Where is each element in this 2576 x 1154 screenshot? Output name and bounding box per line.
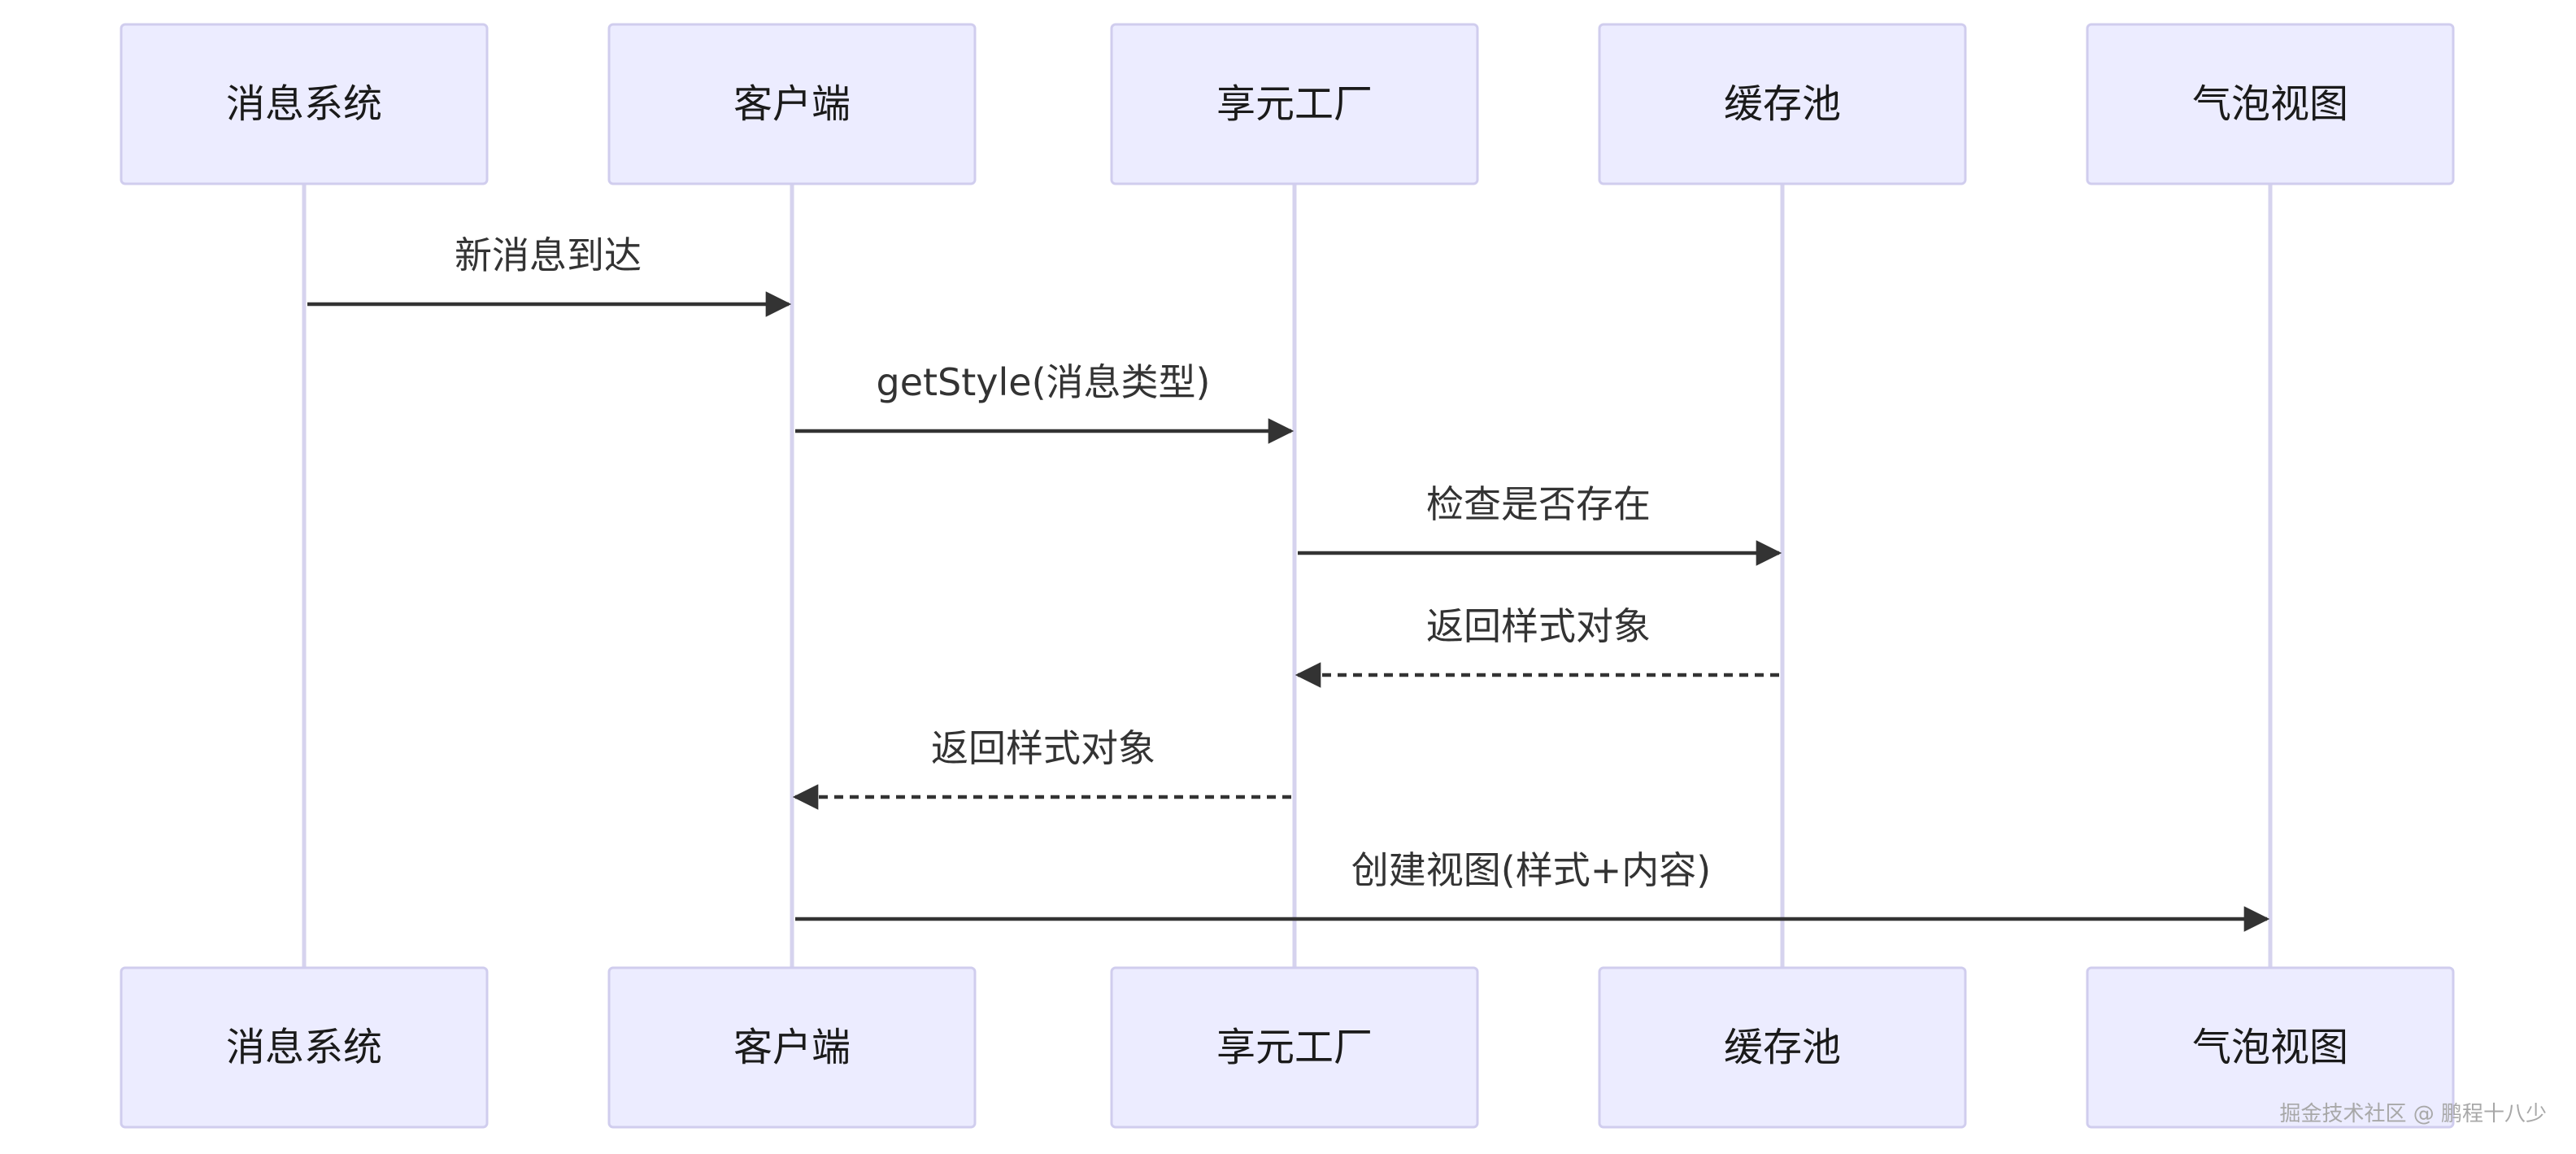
actor-msgsys-bottom: 消息系统 — [120, 966, 489, 1129]
actor-label: 缓存池 — [1724, 81, 1841, 127]
actor-box — [1598, 23, 1967, 185]
actor-box — [1110, 23, 1479, 185]
actor-box — [607, 23, 977, 185]
message-4: 返回样式对象 — [1295, 604, 1779, 688]
messages: 新消息到达getStyle(消息类型)检查是否存在返回样式对象返回样式对象创建视… — [307, 233, 2270, 932]
message-1: 新消息到达 — [307, 233, 792, 317]
actor-label: 气泡视图 — [2192, 1025, 2348, 1070]
actor-cache-bottom: 缓存池 — [1598, 966, 1967, 1129]
actor-label: 气泡视图 — [2192, 81, 2348, 127]
actor-box — [2086, 23, 2455, 185]
actor-label: 消息系统 — [226, 81, 382, 127]
message-2: getStyle(消息类型) — [795, 360, 1295, 444]
message-label: 检查是否存在 — [1426, 482, 1651, 526]
actor-box — [2086, 966, 2455, 1129]
actor-box — [607, 966, 977, 1129]
actor-factory-bottom: 享元工厂 — [1110, 966, 1479, 1129]
actor-msgsys-top: 消息系统 — [120, 23, 489, 185]
actor-client-top: 客户端 — [607, 23, 977, 185]
actors-top: 消息系统 客户端 享元工厂 缓存池 气泡视图 — [120, 23, 2455, 185]
actor-label: 缓存池 — [1724, 1025, 1841, 1070]
actor-box — [120, 23, 489, 185]
actor-box — [1598, 966, 1967, 1129]
actor-box — [1110, 966, 1479, 1129]
actor-label: 客户端 — [733, 81, 851, 127]
message-5: 返回样式对象 — [792, 726, 1291, 810]
actors-bottom: 消息系统 客户端 享元工厂 缓存池 气泡视图 — [120, 966, 2455, 1129]
actor-client-bottom: 客户端 — [607, 966, 977, 1129]
actor-label: 客户端 — [733, 1025, 851, 1070]
message-3: 检查是否存在 — [1298, 482, 1782, 566]
message-label: 返回样式对象 — [931, 726, 1155, 770]
message-label: 返回样式对象 — [1426, 604, 1651, 648]
message-label: 创建视图(样式+内容) — [1351, 848, 1711, 892]
actor-label: 享元工厂 — [1216, 1025, 1373, 1070]
lifelines — [302, 184, 2273, 968]
actor-box — [120, 966, 489, 1129]
actor-label: 享元工厂 — [1216, 81, 1373, 127]
actor-bubble-bottom: 气泡视图 — [2086, 966, 2455, 1129]
actor-cache-top: 缓存池 — [1598, 23, 1967, 185]
message-label: getStyle(消息类型) — [877, 360, 1211, 404]
watermark-text: 掘金技术社区 @ 鹏程十八少 — [2279, 1102, 2547, 1126]
message-6: 创建视图(样式+内容) — [795, 848, 2270, 932]
actor-factory-top: 享元工厂 — [1110, 23, 1479, 185]
actor-bubble-top: 气泡视图 — [2086, 23, 2455, 185]
message-label: 新消息到达 — [455, 233, 642, 277]
actor-label: 消息系统 — [226, 1025, 382, 1070]
